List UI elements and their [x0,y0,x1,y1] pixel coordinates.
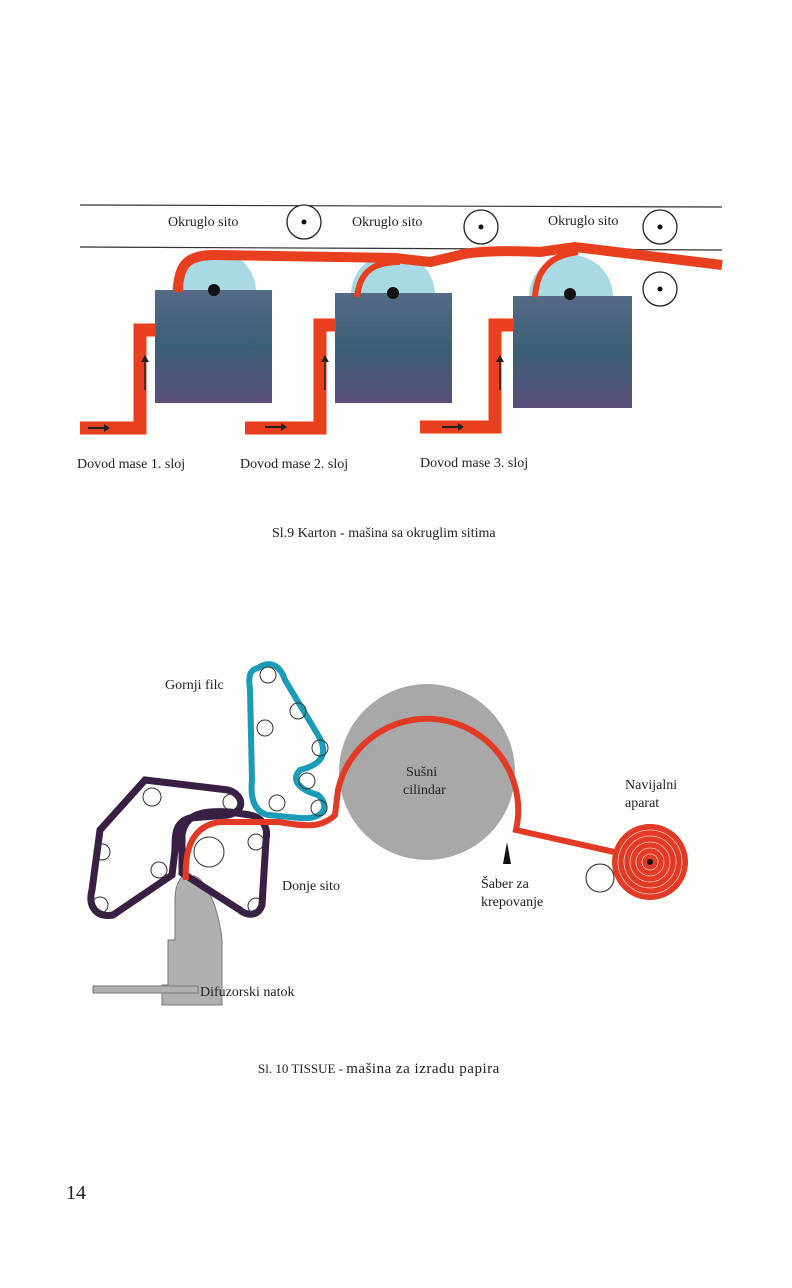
feed-label-3: Dovod mase 3. sloj [420,456,528,471]
vat-1 [80,250,272,435]
creping-blade [503,842,511,864]
dryer-label-2: cilindar [403,783,446,798]
vat-2 [245,253,452,435]
figure-2-caption: Sl. 10 TISSUE - mašina za izradu papira [258,1061,500,1078]
reel [612,824,688,900]
feed-label-1: Dovod mase 1. sloj [77,457,185,472]
dryer-label-1: Sušni [406,765,437,780]
reel-label-2: aparat [625,796,659,811]
feed-label-2: Dovod mase 2. sloj [240,457,348,472]
reel-support-roller [585,863,615,893]
roller-label-3: Okruglo sito [548,214,618,229]
figure-1-cylinder-machine: Okruglo sito Okruglo sito Okruglo sito D… [77,204,723,472]
figure-1-caption: Sl.9 Karton - mašina sa okruglim sitima [272,526,496,541]
guide-rolls [91,666,329,915]
roller-label-1: Okruglo sito [168,215,238,230]
page-number: 14 [66,1182,86,1204]
upper-felt [246,661,328,822]
blade-label-1: Šaber za [481,875,530,892]
upper-felt-label: Gornji filc [165,678,224,693]
reel-label-1: Navijalni [625,778,677,793]
paper-web-2 [182,715,651,881]
figure-2-caption-prefix: Sl. 10 TISSUE - [258,1061,347,1076]
figure-2-caption-rest: mašina za izradu papira [346,1061,500,1077]
blade-label-2: krepovanje [481,895,543,910]
figure-2-tissue-machine: Gornji filc Sušni cilindar Navijalni apa… [87,661,688,1006]
headbox-label: Difuzorski natok [200,985,294,1000]
paper-web [173,241,723,293]
roller-label-2: Okruglo sito [352,215,422,230]
upper-felt-line [79,204,723,208]
lower-wire-label: Donje sito [282,879,340,894]
forming-wire-outer [87,776,245,919]
